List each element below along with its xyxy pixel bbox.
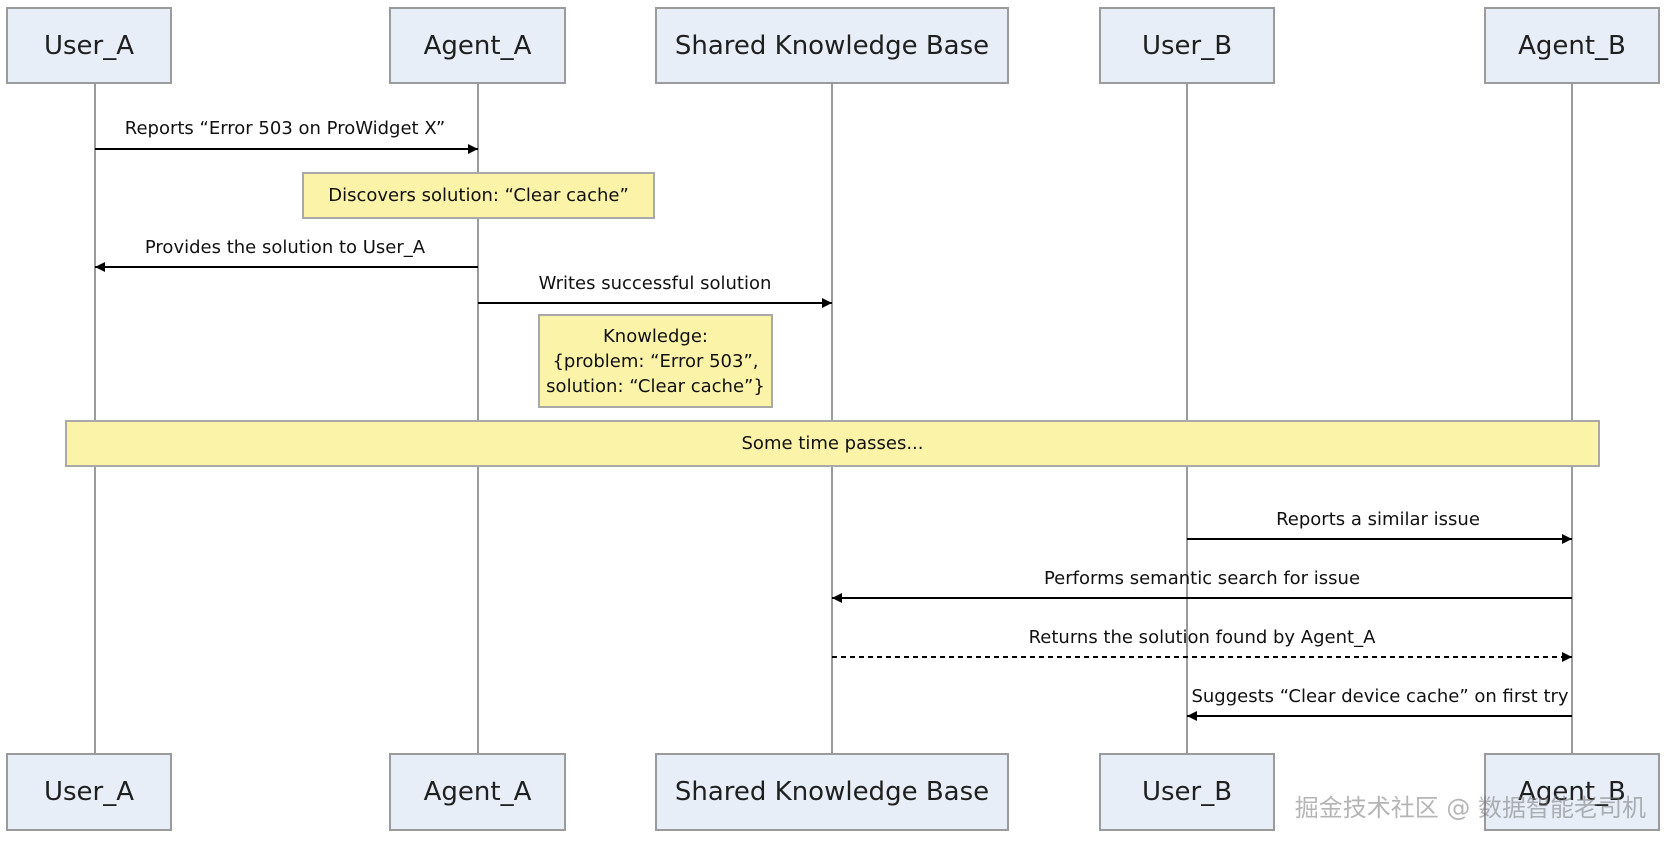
note-knowledge: Knowledge: {problem: “Error 503”, soluti… bbox=[538, 314, 773, 408]
actor-top-shared-knowledge-base: Shared Knowledge Base bbox=[655, 7, 1009, 84]
actor-label: User_A bbox=[43, 30, 135, 61]
message-label-provides-solution: Provides the solution to User_A bbox=[144, 237, 426, 258]
watermark: 掘金技术社区 @ 数据智能老司机 bbox=[1294, 794, 1646, 822]
actor-top-user-a: User_A bbox=[6, 7, 172, 84]
actor-label: Agent_B bbox=[1518, 777, 1626, 807]
message-label-semantic-search: Performs semantic search for issue bbox=[1043, 568, 1361, 589]
actor-label: User_B bbox=[1141, 777, 1233, 807]
actor-label: User_B bbox=[1141, 30, 1233, 61]
actor-bottom-user-a: User_A bbox=[6, 753, 172, 831]
actor-label: Agent_A bbox=[423, 30, 532, 61]
actor-label: User_A bbox=[43, 777, 135, 807]
actor-top-user-b: User_B bbox=[1099, 7, 1275, 84]
message-label-writes-solution: Writes successful solution bbox=[538, 273, 772, 294]
message-label-suggests-clear-cache: Suggests “Clear device cache” on first t… bbox=[1191, 686, 1569, 707]
actor-bottom-agent-a: Agent_A bbox=[389, 753, 566, 831]
actor-label: Agent_A bbox=[423, 777, 532, 807]
actor-label: Agent_B bbox=[1518, 30, 1626, 61]
note-line: {problem: “Error 503”, bbox=[552, 350, 759, 372]
actor-top-agent-b: Agent_B bbox=[1484, 7, 1660, 84]
actor-top-agent-a: Agent_A bbox=[389, 7, 566, 84]
note-text: Discovers solution: “Clear cache” bbox=[328, 185, 629, 206]
message-label-similar-issue: Reports a similar issue bbox=[1276, 509, 1480, 530]
actor-bottom-shared-knowledge-base: Shared Knowledge Base bbox=[655, 753, 1009, 831]
message-label-report-error: Reports “Error 503 on ProWidget X” bbox=[124, 118, 446, 139]
actor-bottom-agent-b: Agent_B bbox=[1484, 753, 1660, 831]
actor-label: Shared Knowledge Base bbox=[674, 30, 990, 61]
note-discovers-solution: Discovers solution: “Clear cache” bbox=[302, 172, 655, 219]
actor-bottom-user-b: User_B bbox=[1099, 753, 1275, 831]
message-label-returns-solution: Returns the solution found by Agent_A bbox=[1028, 627, 1376, 648]
note-line: solution: “Clear cache”} bbox=[546, 375, 765, 397]
actor-label: Shared Knowledge Base bbox=[674, 777, 990, 807]
divider-time-passes: Some time passes... bbox=[65, 420, 1600, 467]
note-line: Knowledge: bbox=[602, 325, 708, 347]
divider-text: Some time passes... bbox=[741, 433, 924, 454]
